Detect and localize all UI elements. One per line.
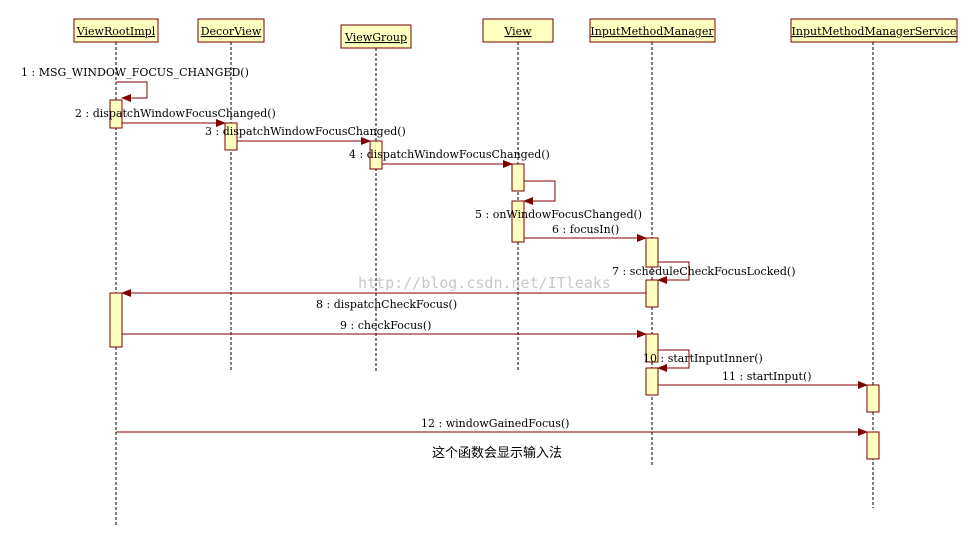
- message-labels: 1 : MSG_WINDOW_FOCUS_CHANGED() 2 : dispa…: [21, 66, 812, 430]
- activation-viewrootimpl-2: [109, 292, 123, 348]
- activation-imm-1: [645, 237, 659, 268]
- message-8-label: 8 : dispatchCheckFocus(): [316, 298, 457, 311]
- message-1-label: 1 : MSG_WINDOW_FOCUS_CHANGED(): [21, 66, 249, 79]
- message-5-label: 5 : onWindowFocusChanged(): [475, 208, 642, 221]
- message-7-label: 7 : scheduleCheckFocusLocked(): [612, 265, 796, 278]
- header-decorview-label: DecorView: [201, 25, 262, 38]
- message-12-label: 12 : windowGainedFocus(): [421, 417, 569, 430]
- note-text: 这个函数会显示输入法: [432, 445, 562, 461]
- activation-viewrootimpl-1: [109, 99, 123, 129]
- message-6-label: 6 : focusIn(): [552, 223, 619, 236]
- header-viewgroup-label: ViewGroup: [344, 31, 407, 44]
- header-inputmethodmanager[interactable]: InputMethodManager: [589, 18, 716, 43]
- messages: [116, 81, 868, 436]
- activation-view-2: [511, 200, 525, 243]
- message-9-label: 9 : checkFocus(): [340, 319, 431, 332]
- activation-imm-3: [645, 333, 659, 363]
- activation-imms-1: [866, 384, 880, 413]
- lifeline-headers: ViewRootImpl DecorView ViewGroup View In…: [73, 18, 958, 49]
- message-10-label: 10 : startInputInner(): [643, 352, 763, 365]
- header-inputmethodmanagerservice[interactable]: InputMethodManagerService: [790, 18, 958, 43]
- header-view-label: View: [503, 25, 532, 38]
- activation-viewgroup-1: [369, 140, 383, 170]
- message-3-label: 3 : dispatchWindowFocusChanged(): [205, 125, 406, 138]
- message-1-arrow: [116, 81, 148, 102]
- header-inputmethodmanagerservice-label: InputMethodManagerService: [792, 25, 957, 38]
- header-view[interactable]: View: [482, 18, 554, 43]
- activation-bars: [109, 99, 880, 460]
- header-viewrootimpl-label: ViewRootImpl: [76, 25, 156, 38]
- header-decorview[interactable]: DecorView: [197, 18, 265, 43]
- activation-imm-2: [645, 279, 659, 308]
- message-5-arrow: [523, 180, 556, 205]
- message-11-label: 11 : startInput(): [722, 370, 812, 383]
- header-viewrootimpl[interactable]: ViewRootImpl: [73, 18, 159, 43]
- activation-imms-2: [866, 431, 880, 460]
- message-2-label: 2 : dispatchWindowFocusChanged(): [75, 107, 276, 120]
- header-viewgroup[interactable]: ViewGroup: [340, 24, 412, 49]
- activation-imm-4: [645, 367, 659, 396]
- header-inputmethodmanager-label: InputMethodManager: [590, 25, 714, 38]
- activation-view-1: [511, 163, 525, 192]
- watermark-text: http://blog.csdn.net/ITleaks: [358, 274, 611, 292]
- activation-decorview-1: [224, 122, 238, 151]
- message-10-arrow: [657, 349, 690, 372]
- message-4-label: 4 : dispatchWindowFocusChanged(): [349, 148, 550, 161]
- message-7-arrow: [657, 261, 690, 284]
